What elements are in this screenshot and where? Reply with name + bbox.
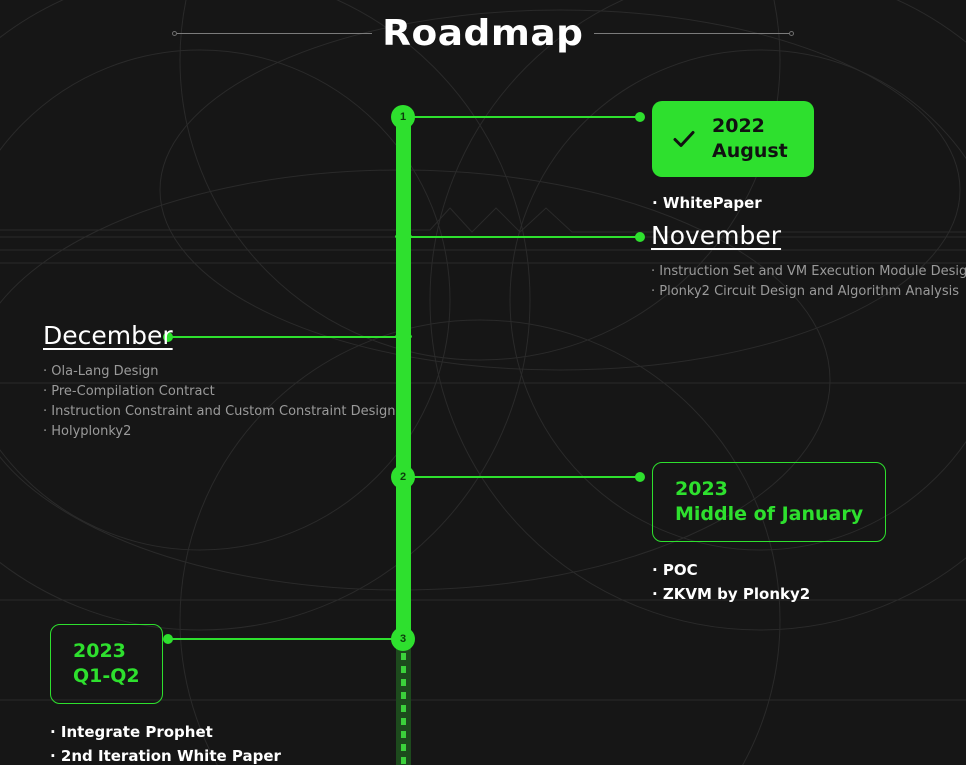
milestone-date-month: August [712, 140, 788, 162]
milestone-heading: November [651, 221, 782, 250]
connector-november [406, 232, 645, 242]
timeline-node-3[interactable]: 3 [391, 627, 415, 651]
connector-dot [635, 112, 645, 122]
milestone-item-list: · Integrate Prophet · 2nd Iteration Whit… [50, 720, 281, 765]
milestone-2023-q1q2: 2023 Q1-Q2 · Integrate Prophet · 2nd Ite… [50, 624, 281, 765]
list-item: · Ola-Lang Design [43, 364, 159, 379]
milestone-item-list: · Ola-Lang Design · Pre-Compilation Cont… [43, 362, 395, 442]
list-item: · ZKVM by Plonky2 [652, 585, 811, 603]
connector-2023-january [406, 472, 645, 482]
list-item: · Instruction Constraint and Custom Cons… [43, 404, 396, 419]
milestone-2022-august: 2022 August · WhitePaper [652, 101, 814, 215]
milestone-card[interactable]: 2023 Middle of January [652, 462, 887, 542]
title-rule-left [172, 30, 373, 36]
timeline-node-label: 3 [399, 633, 407, 645]
list-item: · WhitePaper [652, 194, 762, 212]
connector-dot [163, 634, 173, 644]
connector-dot [635, 232, 645, 242]
list-item: · Plonky2 Circuit Design and Algorithm A… [651, 284, 960, 299]
milestone-november: November · Instruction Set and VM Execut… [651, 221, 966, 302]
list-item: · Integrate Prophet [50, 723, 213, 741]
milestone-date-year: 2022 [712, 115, 765, 137]
check-icon [673, 131, 695, 147]
page-title: Roadmap [382, 12, 584, 54]
list-item: · Holyplonky2 [43, 424, 132, 439]
milestone-item-list: · Instruction Set and VM Execution Modul… [651, 262, 966, 302]
page-title-row: Roadmap [0, 0, 966, 66]
rule-cap-icon [172, 30, 178, 36]
milestone-item-list: · WhitePaper [652, 191, 814, 215]
milestone-item-list: · POC · ZKVM by Plonky2 [652, 558, 886, 606]
milestone-date-year: 2023 [675, 478, 728, 500]
title-rule-right [593, 30, 794, 36]
timeline-node-label: 2 [399, 471, 407, 483]
rule-cap-icon [788, 30, 794, 36]
list-item: · Instruction Set and VM Execution Modul… [651, 264, 966, 279]
connector-2022-august [406, 112, 645, 122]
list-item: · POC [652, 561, 698, 579]
milestone-heading: December [43, 321, 173, 350]
timeline-spine [396, 108, 411, 642]
milestone-date-month: Middle of January [675, 503, 864, 525]
timeline-node-2[interactable]: 2 [391, 465, 415, 489]
milestone-date-year: 2023 [73, 640, 126, 662]
milestone-card[interactable]: 2023 Q1-Q2 [50, 624, 163, 704]
connector-dot [635, 472, 645, 482]
milestone-2023-january: 2023 Middle of January · POC · ZKVM by P… [652, 462, 887, 606]
timeline-node-1[interactable]: 1 [391, 105, 415, 129]
list-item: · Pre-Compilation Contract [43, 384, 215, 399]
milestone-card[interactable]: 2022 August [652, 101, 814, 177]
milestone-date-quarter: Q1-Q2 [73, 665, 140, 687]
list-item: · 2nd Iteration White Paper [50, 747, 281, 765]
timeline-spine-dashed [396, 640, 411, 765]
milestone-december: December · Ola-Lang Design · Pre-Compila… [43, 321, 395, 442]
timeline-node-label: 1 [399, 111, 407, 123]
